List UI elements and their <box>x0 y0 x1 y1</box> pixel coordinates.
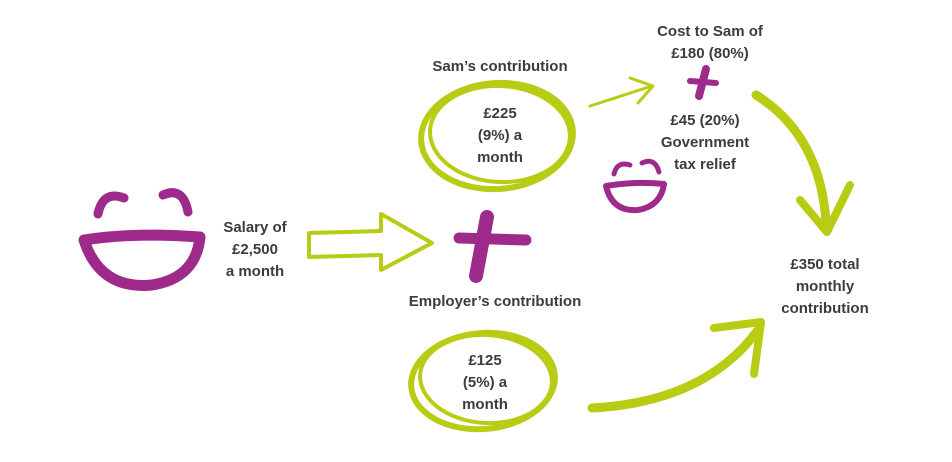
to-total-arrow-icon <box>751 90 854 236</box>
total-contribution-label: £350 total monthly contribution <box>760 254 890 320</box>
small-plus-icon <box>687 65 719 100</box>
cost-line-2: £180 (80%) <box>671 45 749 62</box>
sam-contribution-title: Sam’s contribution <box>432 58 568 75</box>
sam-amount-line-3: month <box>477 149 523 166</box>
salary-arrow-icon <box>307 212 434 272</box>
cost-to-sam-label: Cost to Sam of £180 (80%) <box>640 21 780 65</box>
tax-relief-line-2: Government <box>660 134 750 151</box>
cost-line-1: Cost to Sam of <box>657 23 763 40</box>
tax-relief-line-1: £45 (20%) <box>670 112 740 129</box>
employer-contribution-amount: £125 (5%) a month <box>440 350 530 416</box>
total-line-2: monthly <box>795 278 855 295</box>
sam-amount-line-2: (9%) a <box>477 127 523 144</box>
total-line-1: £350 total <box>790 256 860 273</box>
employer-amount-line-3: month <box>462 396 508 413</box>
employer-amount-line-2: (5%) a <box>462 374 508 391</box>
salary-line-1: Salary of <box>223 219 287 236</box>
sam-to-cost-arrow-icon <box>588 76 655 108</box>
employer-to-total-arrow-icon <box>587 318 765 413</box>
large-smiley-face-icon <box>78 188 206 291</box>
employer-amount-line-1: £125 <box>468 352 502 369</box>
employer-contribution-title: Employer’s contribution <box>408 293 582 310</box>
sam-contribution-circle <box>418 79 576 193</box>
tax-relief-label: £45 (20%) Government tax relief <box>640 110 770 176</box>
employer-contribution-circle <box>408 329 558 433</box>
salary-line-2: £2,500 <box>232 241 278 258</box>
tax-relief-line-3: tax relief <box>674 156 736 173</box>
sam-amount-line-1: £225 <box>483 105 517 122</box>
small-smiley-face-icon <box>603 158 667 214</box>
sam-contribution-amount: £225 (9%) a month <box>455 103 545 169</box>
salary-line-3: a month <box>225 263 285 280</box>
salary-label: Salary of £2,500 a month <box>205 217 305 283</box>
total-line-3: contribution <box>781 300 869 317</box>
large-plus-icon <box>453 210 532 283</box>
